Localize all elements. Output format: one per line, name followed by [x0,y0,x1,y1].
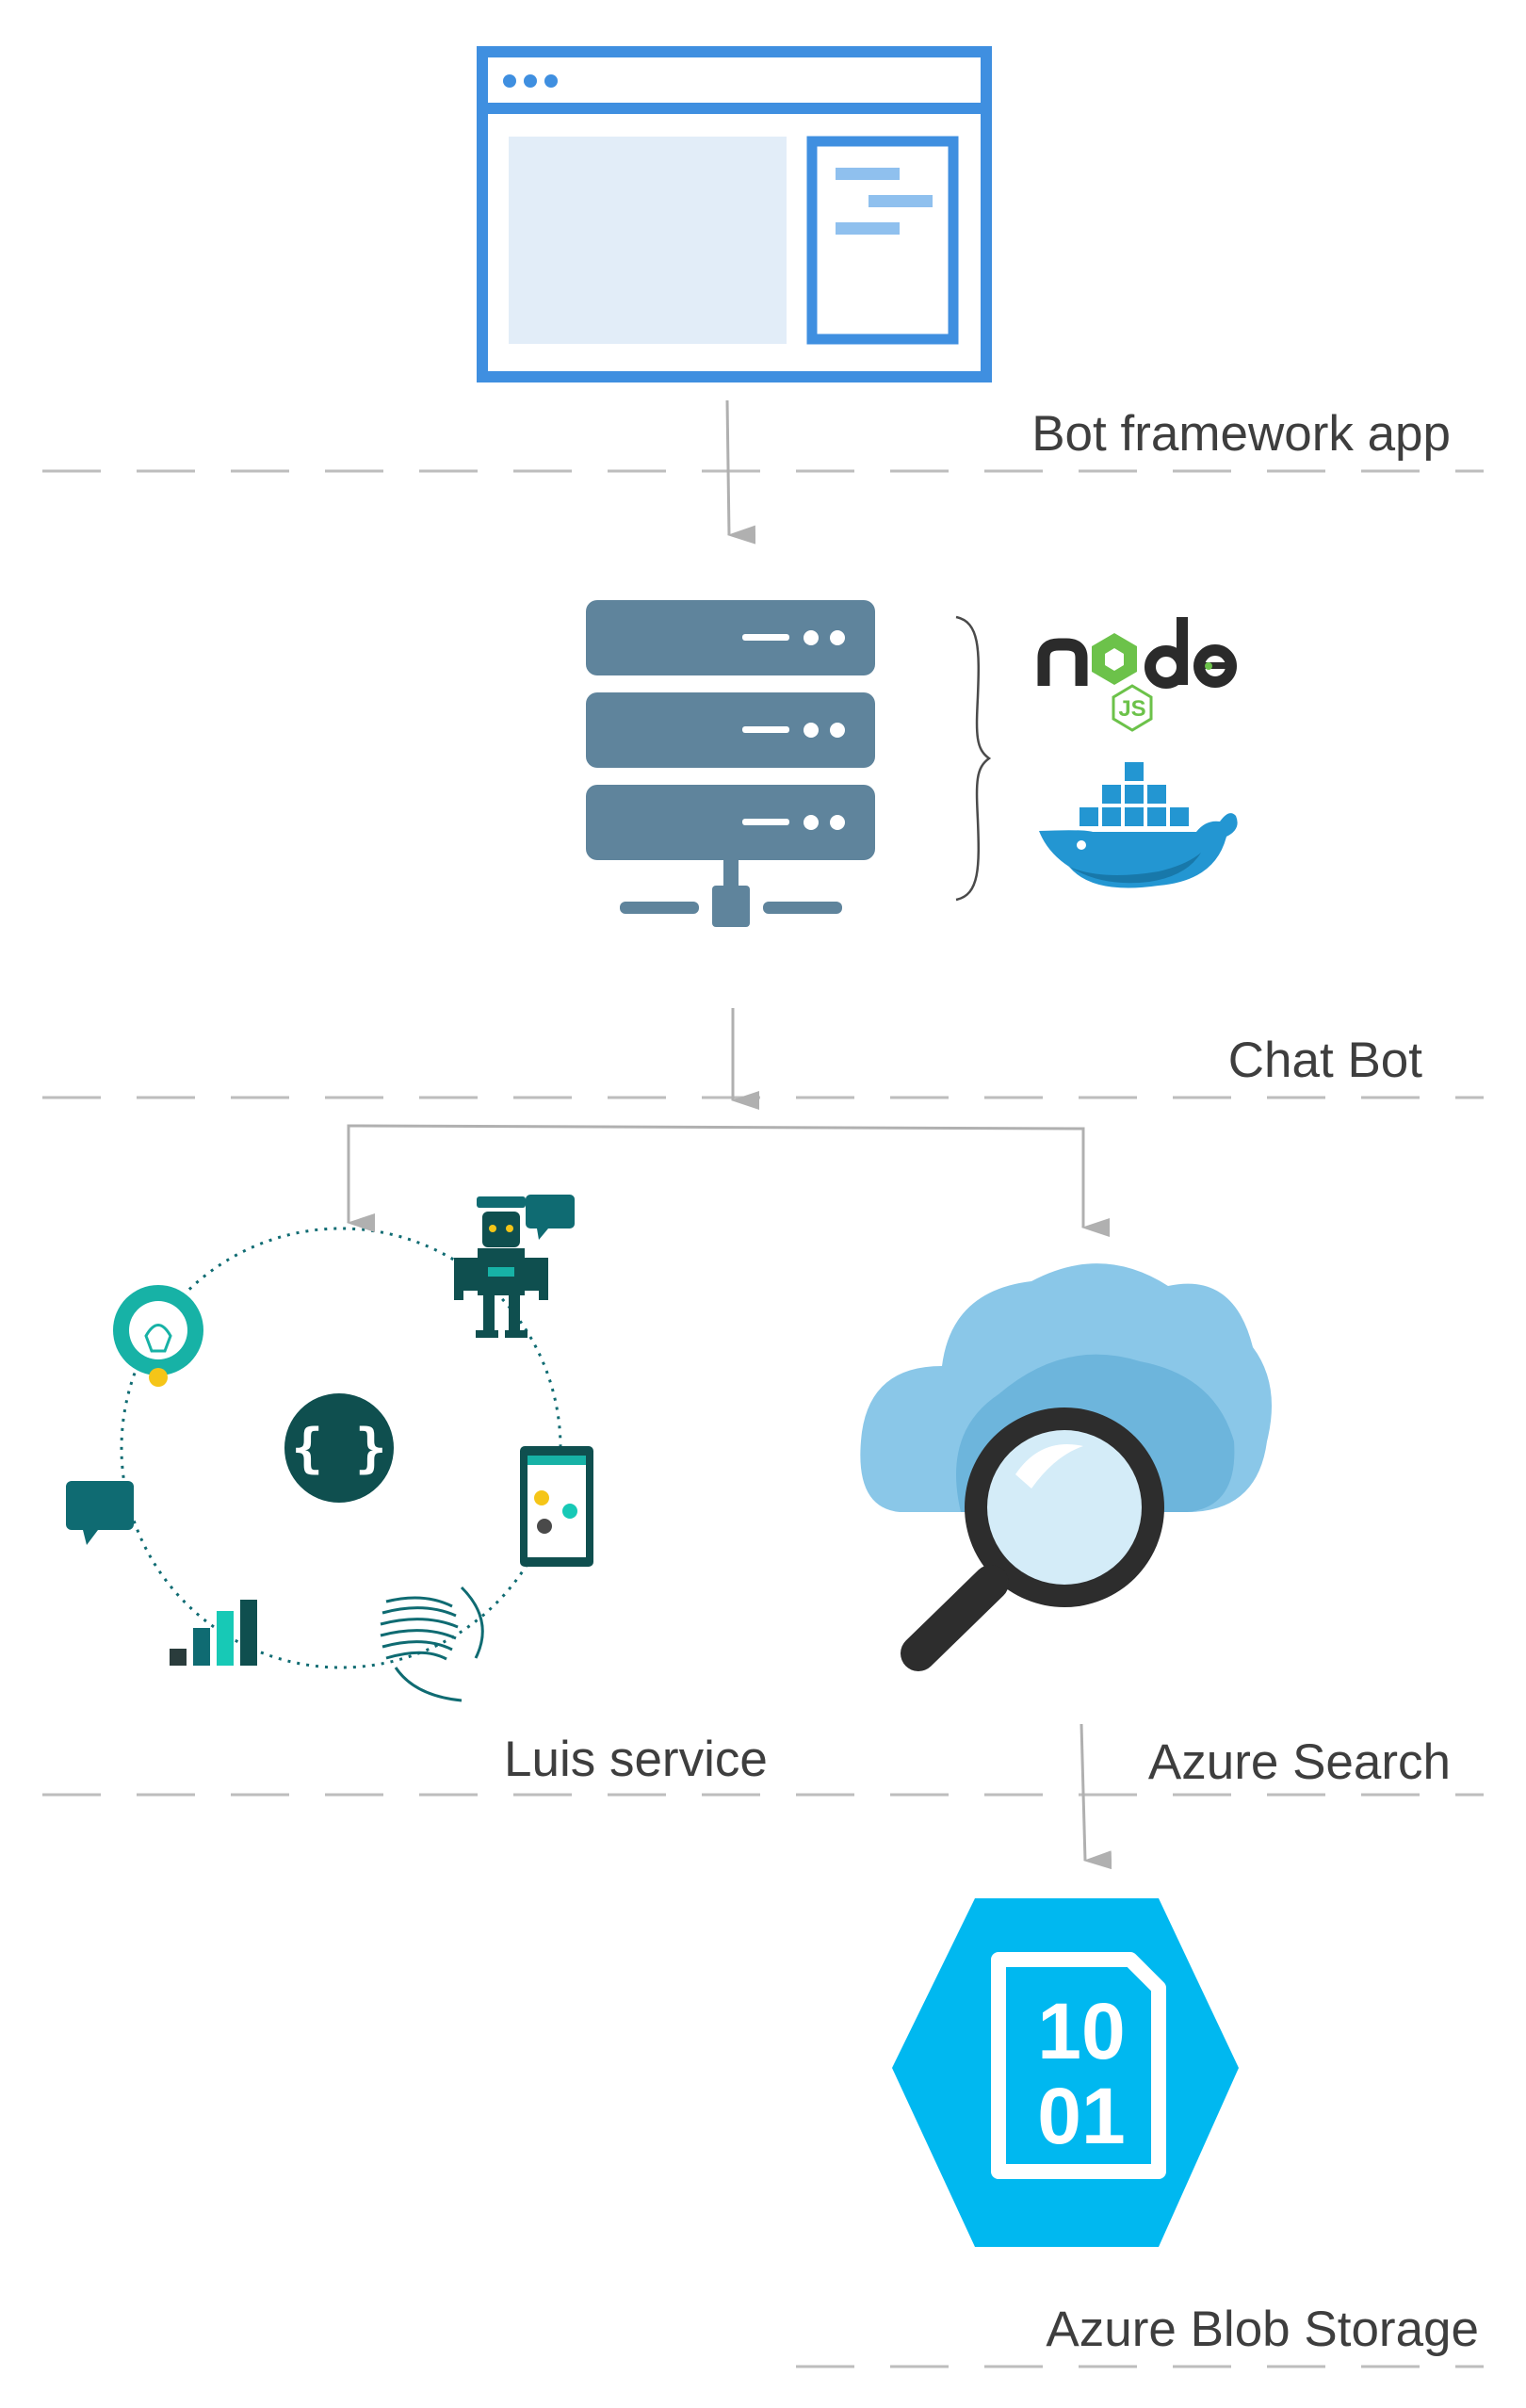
bar-chart-icon [170,1600,257,1666]
robot-chat-bubble-icon [526,1195,575,1240]
tablet-icon [520,1446,593,1567]
robot-icon [454,1196,548,1338]
arrow-search-to-blob [1080,1723,1112,1870]
json-braces-icon: { } [284,1393,394,1503]
lightbulb-icon [113,1285,203,1387]
voice-waveform-icon [380,1586,484,1702]
grouping-brace [955,615,992,902]
svg-text:{ }: { } [291,1418,386,1479]
nodejs-badge-text: JS [1118,696,1145,722]
server-stack-icon [586,600,875,927]
nodejs-logo: JS [1037,617,1237,732]
label-luis-service: Luis service [504,1732,768,1787]
arrow-app-to-bot [725,399,756,545]
label-azure-blob-storage: Azure Blob Storage [1046,2302,1479,2357]
docker-whale-logo [1039,760,1238,888]
branch-line [347,1124,1085,1225]
azure-blob-storage-icon: 10 01 [892,1898,1239,2247]
chat-bubble-icon [66,1481,134,1545]
azure-search-cloud-icon [860,1263,1272,1671]
label-azure-search: Azure Search [1148,1734,1451,1790]
label-bot-framework-app: Bot framework app [1031,406,1451,462]
luis-cycle-icon: { } [66,1195,593,1702]
label-chat-bot: Chat Bot [1228,1033,1423,1088]
blob-binary-line1: 10 [1037,1987,1125,2075]
browser-window-icon [477,46,992,382]
blob-binary-line2: 01 [1037,2072,1125,2160]
